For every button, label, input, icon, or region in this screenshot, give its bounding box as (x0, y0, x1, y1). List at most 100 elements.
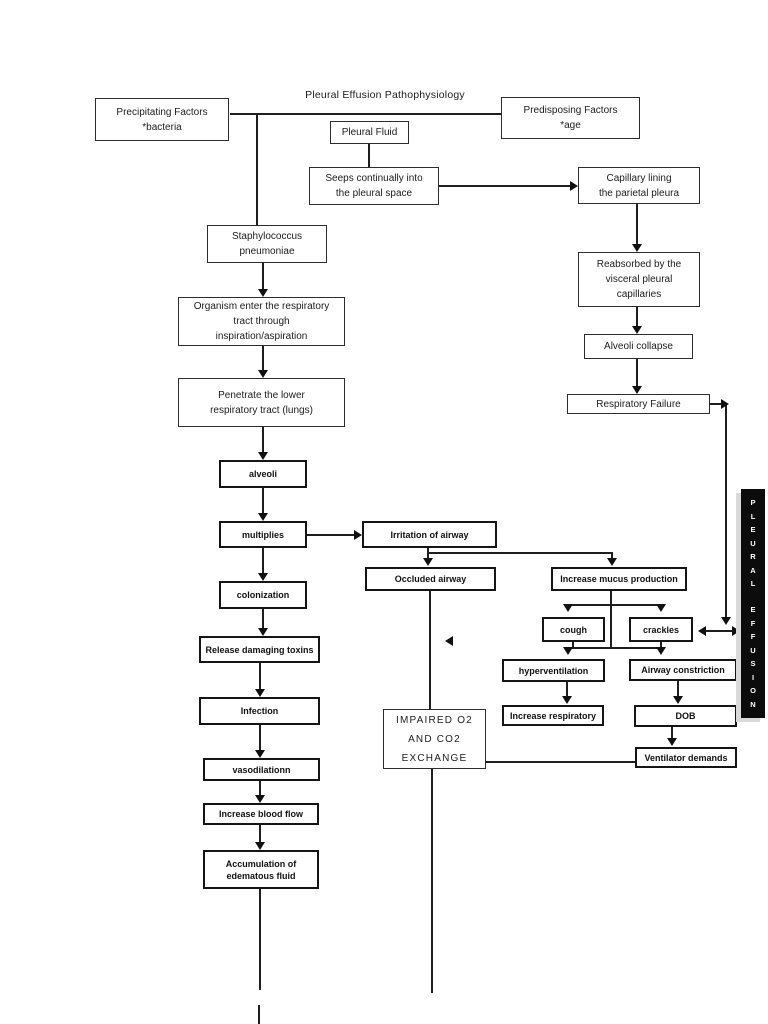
arrowhead-down-icon (258, 452, 268, 460)
connector-line (611, 552, 613, 560)
connector-line (259, 725, 261, 752)
box-crackles: crackles (629, 617, 693, 642)
connector-line (439, 185, 571, 187)
connector-line (671, 727, 673, 740)
connector-line (429, 591, 431, 709)
box-infection: Infection (199, 697, 320, 725)
box-predisposing-factors: Predisposing Factors *age (501, 97, 640, 139)
box-airway-constriction: Airway constriction (629, 659, 737, 681)
box-capillary-lining: Capillary lining the parietal pleura (578, 167, 700, 204)
connector-line (610, 591, 612, 649)
connector-line (566, 681, 568, 698)
arrowhead-down-icon (255, 842, 265, 850)
arrowhead-down-icon (632, 326, 642, 334)
box-pleural-fluid: Pleural Fluid (330, 121, 409, 144)
box-alveoli-collapse: Alveoli collapse (584, 334, 693, 359)
box-multiplies: multiplies (219, 521, 307, 548)
connector-line (431, 769, 433, 993)
box-seeps-continually: Seeps continually into the pleural space (309, 167, 439, 205)
box-release-toxins: Release damaging toxins (199, 636, 320, 663)
box-alveoli: alveoli (219, 460, 307, 488)
sidebar-word-effusion: E F F U S I O N (750, 605, 756, 709)
arrowhead-down-icon (562, 696, 572, 704)
connector-line (572, 642, 574, 648)
box-impaired-exchange: IMPAIRED O2 AND CO2 EXCHANGE (383, 709, 486, 769)
connector-line (262, 488, 264, 515)
arrowhead-right-icon (570, 181, 578, 191)
connector-line (636, 359, 638, 388)
arrowhead-down-icon (258, 628, 268, 636)
connector-line (427, 548, 429, 554)
connector-line (262, 263, 264, 291)
connector-line (710, 403, 722, 405)
connector-line (636, 204, 638, 246)
box-vasodilation: vasodilationn (203, 758, 320, 781)
arrowhead-down-icon (255, 689, 265, 697)
connector-line (258, 1005, 260, 1024)
connector-line (368, 144, 370, 167)
connector-line (259, 781, 261, 797)
connector-line (660, 642, 662, 648)
connector-line (427, 552, 613, 554)
connector-line (486, 761, 635, 763)
arrowhead-down-icon (563, 604, 573, 612)
box-penetrate-lower: Penetrate the lower respiratory tract (l… (178, 378, 345, 427)
box-precipitating-factors: Precipitating Factors *bacteria (95, 98, 229, 141)
connector-line (636, 307, 638, 328)
box-increase-mucus: Increase mucus production (551, 567, 687, 591)
connector-line (262, 427, 264, 454)
arrowhead-down-icon (673, 696, 683, 704)
box-ventilator-demands: Ventilator demands (635, 747, 737, 768)
box-irritation-of-airway: Irritation of airway (362, 521, 497, 548)
arrowhead-right-icon (721, 399, 729, 409)
arrowhead-down-icon (607, 558, 617, 566)
diagram-title: Pleural Effusion Pathophysiology (305, 89, 465, 101)
connector-line (230, 113, 501, 115)
connector-line (703, 630, 735, 632)
connector-line (256, 114, 258, 225)
arrowhead-down-icon (632, 386, 642, 394)
arrowhead-down-icon (258, 370, 268, 378)
arrowhead-down-icon (656, 647, 666, 655)
box-reabsorbed: Reabsorbed by the visceral pleural capil… (578, 252, 700, 307)
arrowhead-right-icon (732, 626, 740, 636)
connector-line (677, 681, 679, 698)
connector-line (566, 647, 662, 649)
connector-line (262, 346, 264, 372)
sidebar-word-pleural: P L E U R A L (750, 498, 756, 588)
connector-line (262, 548, 264, 575)
box-increase-respiratory: Increase respiratory (502, 705, 604, 726)
connector-line (427, 552, 429, 560)
arrowhead-down-icon (423, 558, 433, 566)
arrowhead-down-icon (255, 750, 265, 758)
arrowhead-down-icon (632, 244, 642, 252)
box-increase-blood-flow: Increase blood flow (203, 803, 319, 825)
box-organism-enter: Organism enter the respiratory tract thr… (178, 297, 345, 346)
connector-line (566, 604, 662, 606)
arrowhead-down-icon (721, 617, 731, 625)
box-hyperventilation: hyperventilation (502, 659, 605, 682)
pleural-effusion-sidebar: P L E U R A L E F F U S I O N (741, 489, 765, 718)
box-dob: DOB (634, 705, 737, 727)
connector-line (259, 663, 261, 691)
box-accumulation-fluid: Accumulation of edematous fluid (203, 850, 319, 889)
box-occluded-airway: Occluded airway (365, 567, 496, 591)
arrowhead-right-icon (354, 530, 362, 540)
connector-line (262, 609, 264, 630)
box-colonization: colonization (219, 581, 307, 609)
arrowhead-down-icon (667, 738, 677, 746)
box-staphylococcus: Staphylococcus pneumoniae (207, 225, 327, 263)
connector-line (307, 534, 356, 536)
arrowhead-left-icon (445, 636, 453, 646)
connector-line (259, 889, 261, 990)
arrowhead-down-icon (656, 604, 666, 612)
connector-line (259, 825, 261, 844)
arrowhead-left-icon (698, 626, 706, 636)
connector-line (725, 404, 727, 617)
arrowhead-down-icon (563, 647, 573, 655)
box-respiratory-failure: Respiratory Failure (567, 394, 710, 414)
arrowhead-down-icon (258, 573, 268, 581)
arrowhead-down-icon (255, 795, 265, 803)
arrowhead-down-icon (258, 513, 268, 521)
